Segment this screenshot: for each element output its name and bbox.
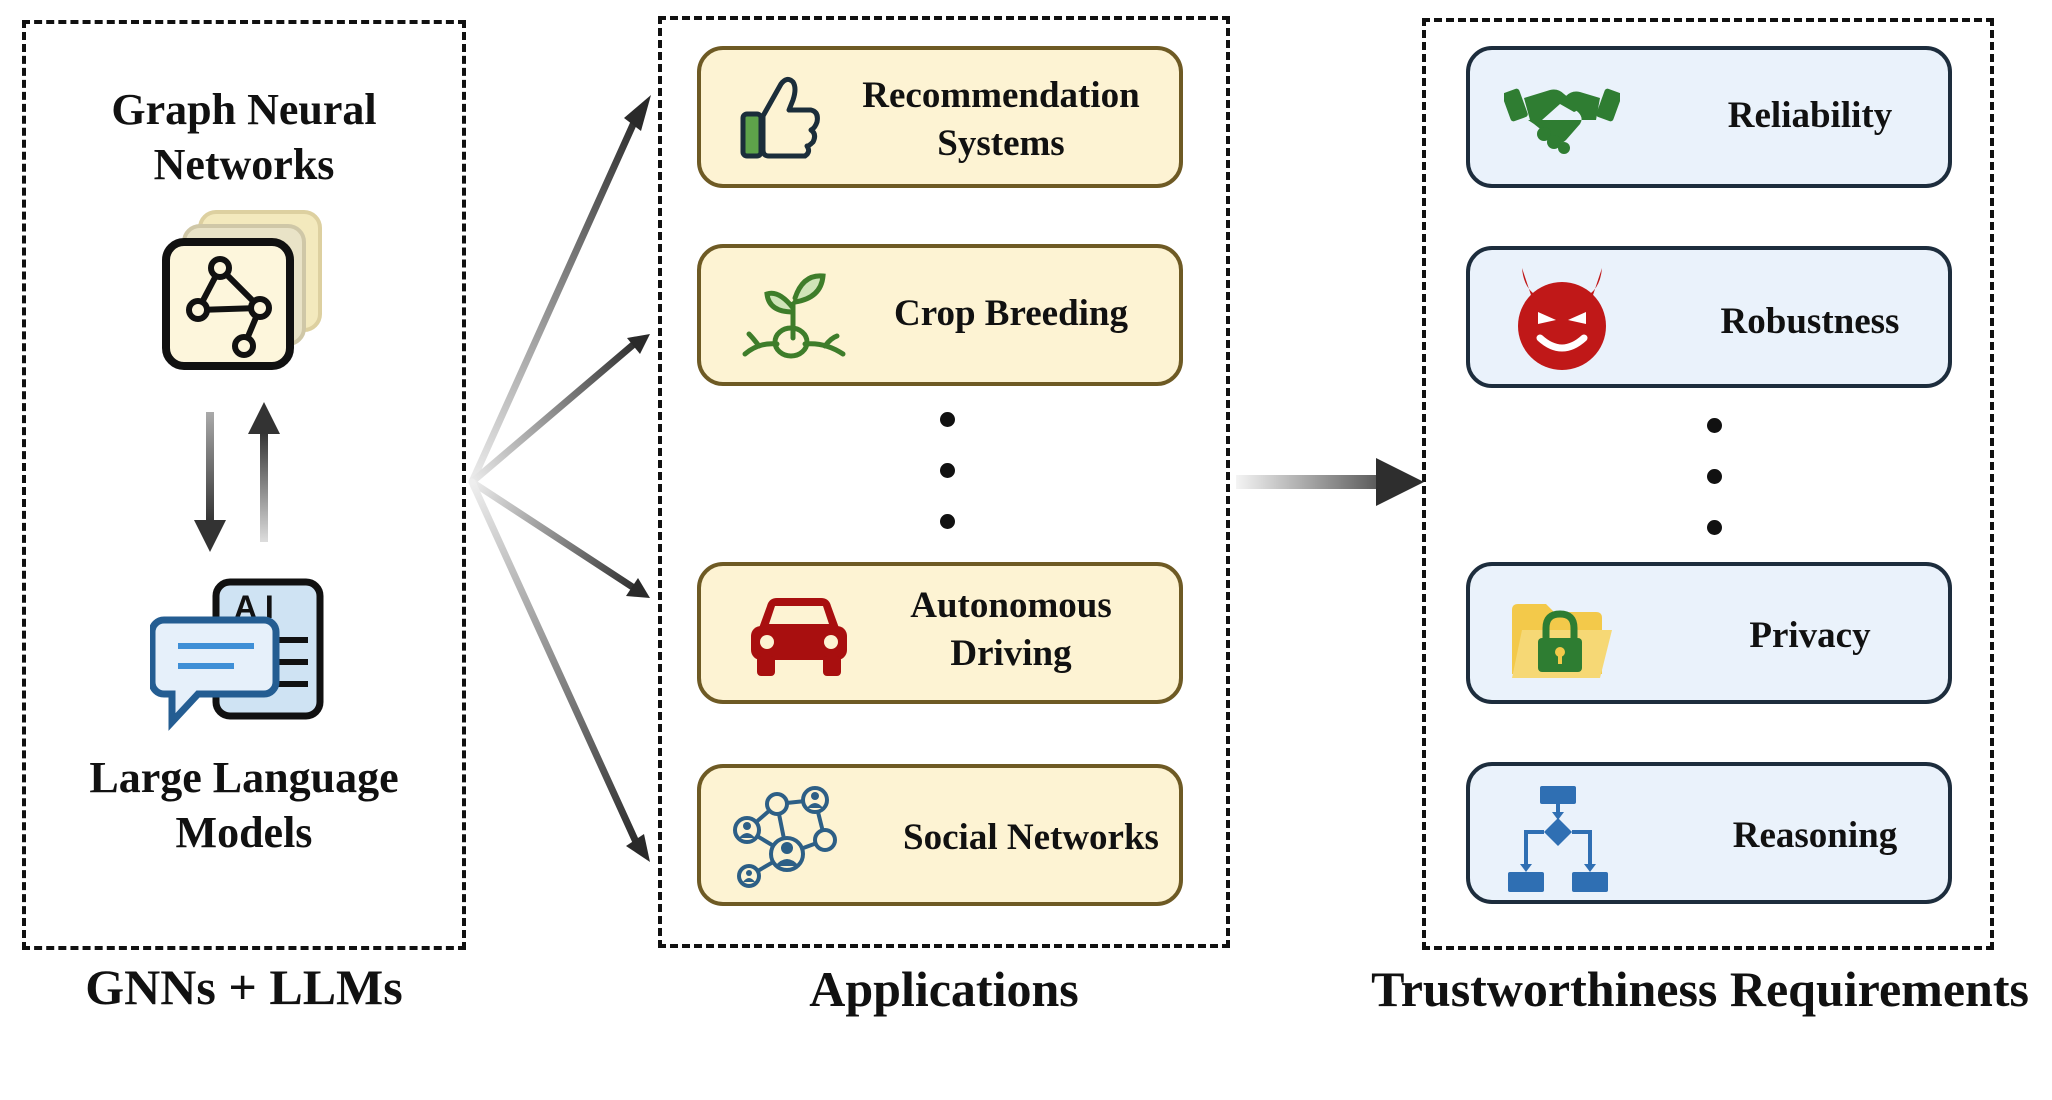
gnn-label-line2: Networks [153,140,335,189]
locked-folder-icon [1512,604,1612,678]
devil-icon [1518,268,1606,370]
applications-ellipsis [940,412,960,565]
arrow-to-recommendation [468,114,640,486]
trust-ellipsis [1707,418,1727,571]
trustworthiness-panel [1422,18,1994,950]
gnn-llm-caption: GNNs + LLMs [85,959,403,1015]
app-label-line2: Driving [950,633,1072,675]
applications-panel [658,16,1230,948]
thumbs-up-icon [740,76,820,159]
app-label-recommendation: Recommendation Systems [841,72,1161,168]
social-network-icon [733,786,837,888]
ai-document-chat-icon: A I [150,578,324,731]
trust-label-reasoning: Reasoning [1732,815,1898,856]
graph-stack-icon [162,210,322,370]
app-label-autonomous-driving: Autonomous Driving [851,582,1171,678]
app-label-social-networks: Social Networks [881,814,1181,862]
app-card-recommendation: Recommendation Systems [697,46,1183,188]
gnn-llm-panel [22,20,466,950]
app-label-line1: Crop Breeding [893,293,1128,334]
app-label-crop-breeding: Crop Breeding [861,290,1161,338]
bidirectional-arrows [194,402,280,552]
llm-label-line1: Large Language [89,753,399,802]
app-card-social-networks: Social Networks [697,764,1183,906]
trust-label-robustness: Robustness [1720,301,1900,342]
trust-label-privacy: Privacy [1749,615,1871,656]
car-icon [751,598,847,676]
app-label-line2: Systems [937,123,1065,165]
trust-card-robustness: Robustness [1466,246,1952,388]
trustworthiness-caption: Trustworthiness Requirements [1371,961,2029,1017]
trust-card-reliability: Reliability [1466,46,1952,188]
trust-card-privacy: Privacy [1466,562,1952,704]
arrow-to-social-networks [468,478,640,846]
llm-label-line2: Models [175,808,313,857]
arrow-to-crop-breeding [468,340,638,486]
app-label-line1: Autonomous [910,585,1112,626]
app-label-line1: Recommendation [862,75,1140,116]
app-card-autonomous-driving: Autonomous Driving [697,562,1183,704]
trust-card-reasoning: Reasoning [1466,762,1952,904]
flowchart-icon [1508,786,1608,892]
app-label-line1: Social Networks [903,817,1159,858]
arrow-to-autonomous-driving [468,478,638,592]
seedling-icon [742,273,846,359]
llm-label: Large Language Models [22,750,466,860]
app-card-crop-breeding: Crop Breeding [697,244,1183,386]
main-arrow-shaft [1236,475,1382,489]
gnn-label-line1: Graph Neural [111,85,377,134]
handshake-icon [1504,88,1620,154]
gnn-label: Graph Neural Networks [22,82,466,192]
main-arrow-head [1376,458,1424,506]
trust-label-reliability: Reliability [1727,95,1893,136]
applications-caption: Applications [809,961,1079,1017]
